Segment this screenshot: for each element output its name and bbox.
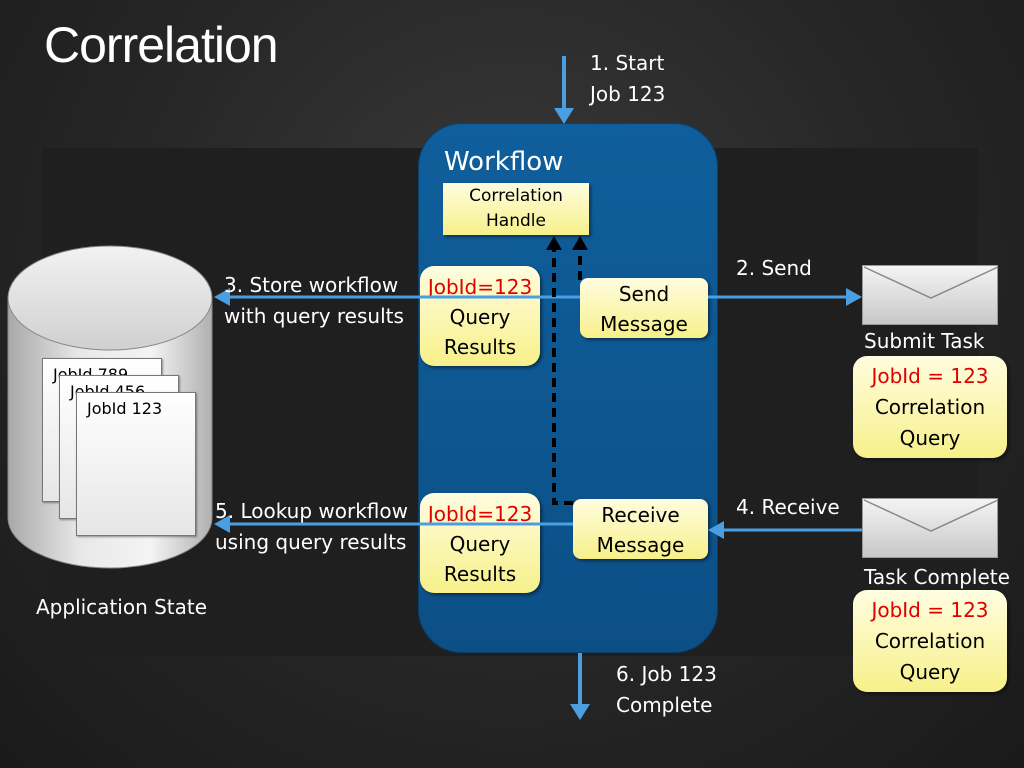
step6-label: 6. Job 123 Complete xyxy=(616,659,717,721)
handle-line1: Correlation xyxy=(469,186,563,206)
step5-label: 5. Lookup workflow using query results xyxy=(215,496,408,558)
complete-correlation-query: JobId = 123 Correlation Query xyxy=(853,590,1007,692)
send-line2: Message xyxy=(600,312,688,336)
receive-line2: Message xyxy=(596,533,685,557)
envelope-icon xyxy=(862,498,999,558)
jobid-text: JobId=123 xyxy=(427,275,533,299)
step1-line1: 1. Start xyxy=(590,51,665,75)
page-title: Correlation xyxy=(44,17,279,73)
jobid-text: JobId=123 xyxy=(427,502,533,526)
send-message-activity: Send Message xyxy=(580,278,708,338)
query-line1: Query xyxy=(449,532,511,556)
step5-line2: using query results xyxy=(215,530,407,554)
step3-line1: 3. Store workflow xyxy=(224,273,399,297)
step3-line2: with query results xyxy=(224,304,404,328)
corr-line2: Query xyxy=(899,660,961,684)
jobid-card: JobId 123 xyxy=(76,392,196,536)
corr-line1: Correlation xyxy=(874,395,986,419)
step5-line1: 5. Lookup workflow xyxy=(215,499,408,523)
corr-line2: Query xyxy=(899,426,961,450)
step2-label: 2. Send xyxy=(736,256,812,280)
send-line1: Send xyxy=(618,282,670,306)
correlation-handle: Correlation Handle xyxy=(443,183,589,235)
query-line1: Query xyxy=(449,305,511,329)
step3-label: 3. Store workflow with query results xyxy=(224,270,404,332)
receive-message-activity: Receive Message xyxy=(573,499,708,559)
handle-line2: Handle xyxy=(486,211,546,231)
query-line2: Results xyxy=(443,562,517,586)
workflow-title: Workflow xyxy=(444,147,564,177)
jobid-text: JobId = 123 xyxy=(871,364,989,388)
submit-correlation-query: JobId = 123 Correlation Query xyxy=(853,356,1007,458)
app-state-label: Application State xyxy=(36,595,208,619)
task-complete-label: Task Complete xyxy=(864,565,1010,589)
step6-line1: 6. Job 123 xyxy=(616,662,717,686)
card-label: JobId 123 xyxy=(87,399,163,418)
step1-line2: Job 123 xyxy=(590,82,666,106)
arrow-icon xyxy=(554,56,574,124)
arrow-icon xyxy=(570,653,590,720)
jobid-text: JobId = 123 xyxy=(871,598,989,622)
query-results-top: JobId=123 Query Results xyxy=(420,266,540,366)
query-line2: Results xyxy=(443,335,517,359)
step4-label: 4. Receive xyxy=(736,495,840,519)
corr-line1: Correlation xyxy=(874,629,986,653)
step6-line2: Complete xyxy=(616,693,713,717)
receive-line1: Receive xyxy=(601,503,680,527)
step1-label: 1. Start Job 123 xyxy=(590,48,665,110)
query-results-bottom: JobId=123 Query Results xyxy=(420,493,540,593)
submit-task-label: Submit Task xyxy=(864,329,985,353)
envelope-icon xyxy=(862,265,999,325)
